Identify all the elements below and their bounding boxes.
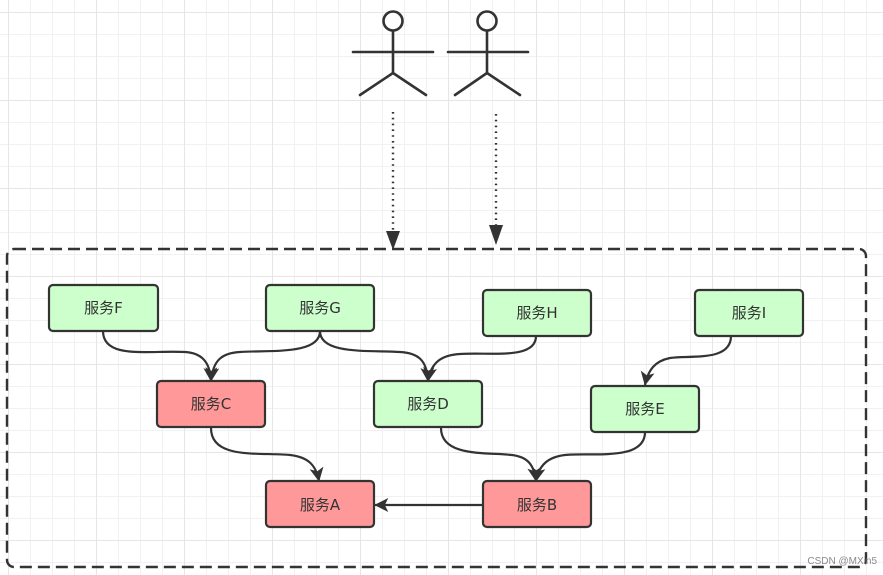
edge-G-to-D: [318, 330, 435, 382]
actor-head: [476, 10, 498, 32]
node-box: [481, 288, 593, 338]
actor-head: [382, 10, 404, 32]
actor-leg-right: [391, 71, 428, 97]
edge-F-to-C: [101, 330, 218, 382]
service-node-D[interactable]: 服务D: [372, 379, 484, 429]
service-node-G[interactable]: 服务G: [264, 283, 376, 333]
node-box: [155, 379, 267, 429]
node-label: 服务H: [516, 304, 557, 322]
service-node-H[interactable]: 服务H: [481, 288, 593, 338]
watermark: CSDN @MXin5: [807, 556, 877, 567]
node-label: 服务B: [517, 496, 557, 514]
node-box: [589, 384, 701, 434]
system-boundary: [5, 247, 868, 569]
edge-G-to-C: [205, 330, 322, 382]
arrowhead-user-2: [489, 225, 503, 245]
node-label: 服务I: [732, 304, 766, 322]
edge-E-to-B: [531, 431, 647, 482]
edge-I-to-E: [640, 335, 733, 386]
node-label: 服务G: [299, 299, 341, 317]
node-box: [264, 479, 376, 529]
service-node-F[interactable]: 服务F: [47, 283, 160, 333]
node-label: 服务F: [84, 299, 123, 317]
actor-user-1: [351, 10, 435, 97]
node-box: [372, 379, 484, 429]
node-box: [264, 283, 376, 333]
service-node-B[interactable]: 服务B: [481, 479, 593, 529]
node-label: 服务C: [191, 395, 231, 413]
edge-H-to-D: [423, 335, 538, 382]
arrowhead-user-1: [386, 231, 400, 250]
actor-leg-left: [358, 71, 395, 97]
service-node-C[interactable]: 服务C: [155, 379, 267, 429]
edge-D-to-B: [439, 427, 542, 482]
node-label: 服务E: [625, 400, 664, 418]
node-label: 服务A: [300, 496, 341, 514]
node-label: 服务D: [407, 395, 449, 413]
edge-C-to-A: [209, 427, 324, 482]
actor-leg-left: [453, 71, 489, 97]
service-node-A[interactable]: 服务A: [264, 479, 376, 529]
actor-user-2: [446, 10, 530, 97]
actor-leg-right: [485, 71, 522, 97]
node-box: [481, 479, 593, 529]
node-box: [693, 288, 805, 338]
service-node-E[interactable]: 服务E: [589, 384, 701, 434]
service-node-I[interactable]: 服务I: [693, 288, 805, 338]
node-box: [47, 283, 160, 333]
